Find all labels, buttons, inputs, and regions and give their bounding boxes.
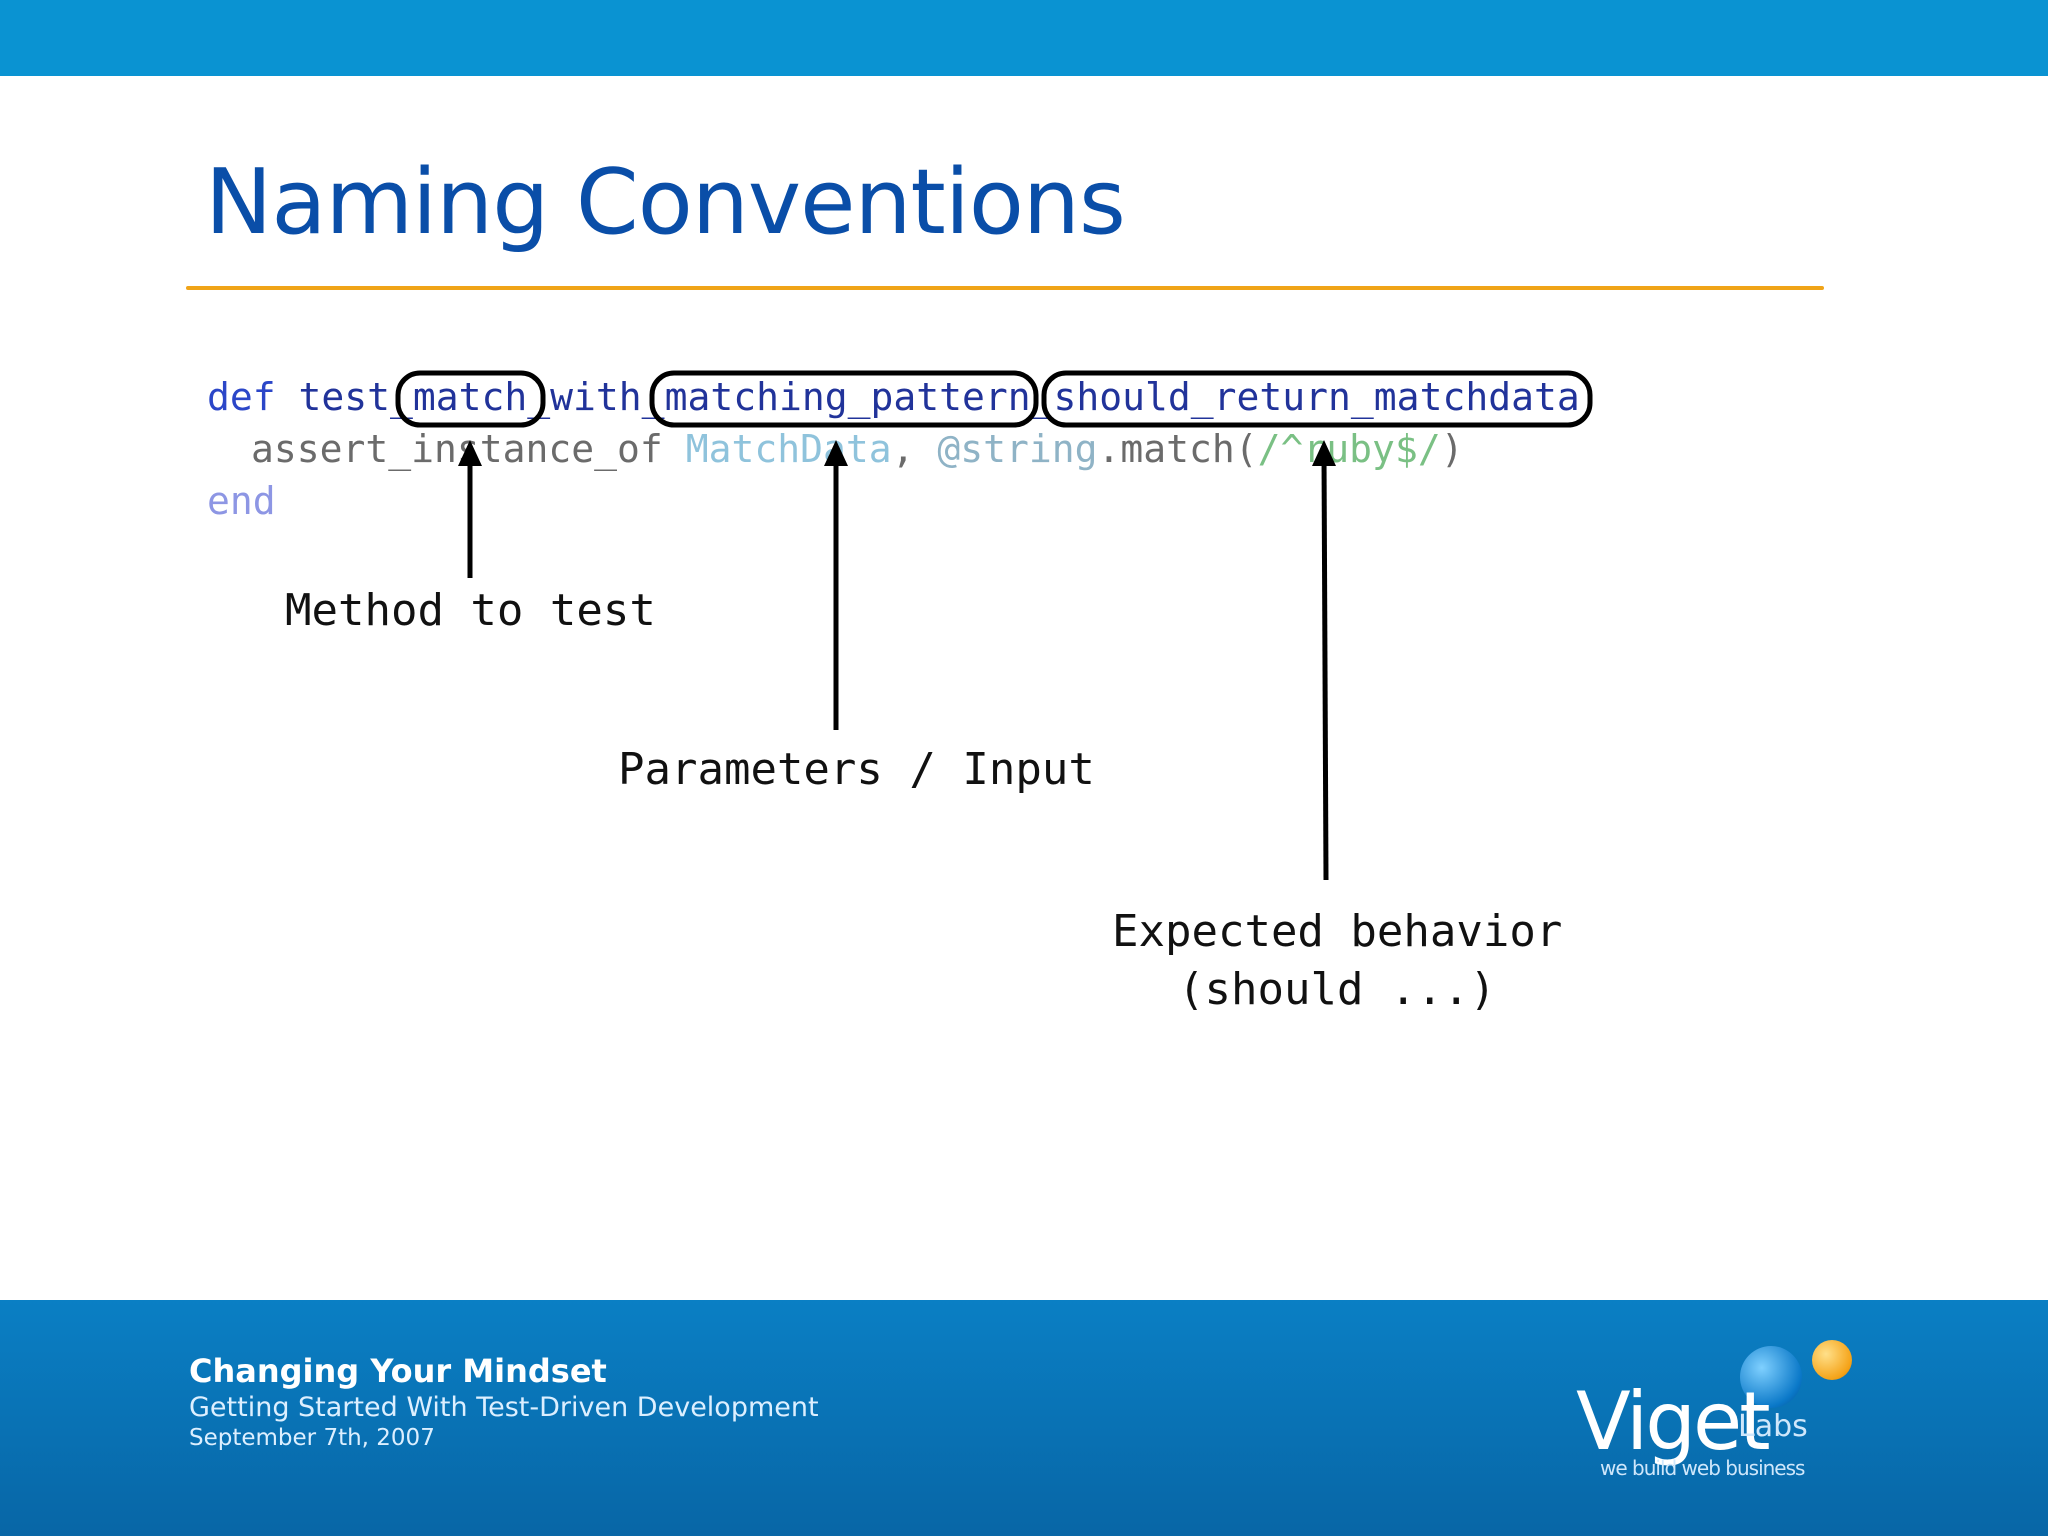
code-end-keyword: end (207, 479, 276, 523)
code-close-paren: ) (1440, 427, 1464, 471)
code-separator: _ (1030, 375, 1054, 419)
code-test-prefix: test_ (298, 375, 413, 419)
footer-presentation-title: Changing Your Mindset (189, 1352, 607, 1390)
arrow-expected (1312, 440, 1336, 881)
top-header-bar (0, 0, 2048, 76)
code-assert-call: assert_instance_of (251, 427, 686, 471)
logo-orange-dot (1812, 1340, 1852, 1380)
code-regex: /^ruby$/ (1257, 427, 1441, 471)
label-should: (should ...) (1178, 964, 1496, 1015)
logo-tagline: we build web business (1600, 1456, 1805, 1480)
code-match-call: .match( (1097, 427, 1258, 471)
logo-blue-dot (1740, 1346, 1802, 1408)
footer-date: September 7th, 2007 (189, 1425, 435, 1451)
viget-labs-logo: Viget Labs we build web business (1560, 1330, 1880, 1490)
code-constant: MatchData (685, 427, 892, 471)
arrow-parameters (824, 440, 848, 730)
code-comma: , (891, 427, 938, 471)
label-method-to-test: Method to test (285, 585, 656, 636)
code-instance-variable: @string (937, 427, 1098, 471)
code-expectation: should_return_matchdata (1053, 375, 1580, 419)
code-parameters: matching_pattern (664, 375, 1031, 419)
code-with-separator: _with_ (527, 375, 665, 419)
label-expected-behavior: Expected behavior (1112, 906, 1563, 957)
label-parameters-input: Parameters / Input (618, 744, 1095, 795)
logo-labs-text: Labs (1738, 1409, 1808, 1444)
code-def-keyword: def (207, 375, 299, 419)
code-line-2: assert_instance_of MatchData, @string.ma… (251, 430, 1464, 468)
title-underline (186, 286, 1824, 290)
code-line-3: end (207, 482, 276, 520)
code-method-name: match (412, 375, 528, 419)
footer-subtitle: Getting Started With Test-Driven Develop… (189, 1392, 819, 1423)
logo-wordmark: Viget (1576, 1375, 1771, 1468)
slide-title: Naming Conventions (205, 150, 1126, 255)
footer-bar (0, 1300, 2048, 1536)
code-line-1: def test_match_with_matching_pattern_sho… (207, 378, 1580, 416)
